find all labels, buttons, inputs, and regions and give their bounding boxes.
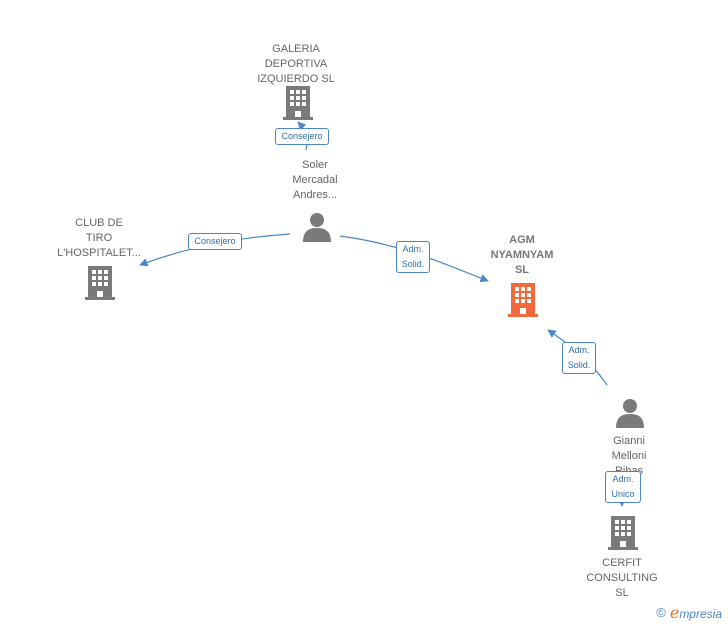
- node-label-club[interactable]: CLUB DE TIRO L'HOSPITALET...: [57, 217, 141, 259]
- building-icon-cerfit[interactable]: [608, 516, 638, 550]
- node-label-soler[interactable]: Soler Mercadal Andres...: [292, 159, 338, 201]
- edge-label-gianni-agm[interactable]: Adm. Solid.: [561, 342, 597, 374]
- edge-label-soler-galeria[interactable]: Consejero: [275, 127, 329, 145]
- edge-label-gianni-cerfit[interactable]: Adm. Unico: [605, 471, 641, 503]
- copyright-icon: ©: [656, 605, 666, 620]
- node-label-agm[interactable]: AGM NYAMNYAM SL: [490, 234, 554, 276]
- person-icon-gianni[interactable]: [616, 399, 644, 428]
- building-icon-club[interactable]: [85, 266, 115, 300]
- empresia-logo: © empresia: [656, 603, 722, 622]
- edge-label-soler-club[interactable]: Consejero: [188, 232, 242, 250]
- edge-label-soler-agm[interactable]: Adm. Solid.: [395, 241, 431, 273]
- building-icon-agm[interactable]: [508, 283, 538, 317]
- person-icon-soler[interactable]: [303, 213, 331, 242]
- node-label-galeria[interactable]: GALERIA DEPORTIVA IZQUIERDO SL: [257, 43, 335, 85]
- building-icon-galeria[interactable]: [283, 86, 313, 120]
- node-label-cerfit[interactable]: CERFIT CONSULTING SL: [586, 557, 658, 599]
